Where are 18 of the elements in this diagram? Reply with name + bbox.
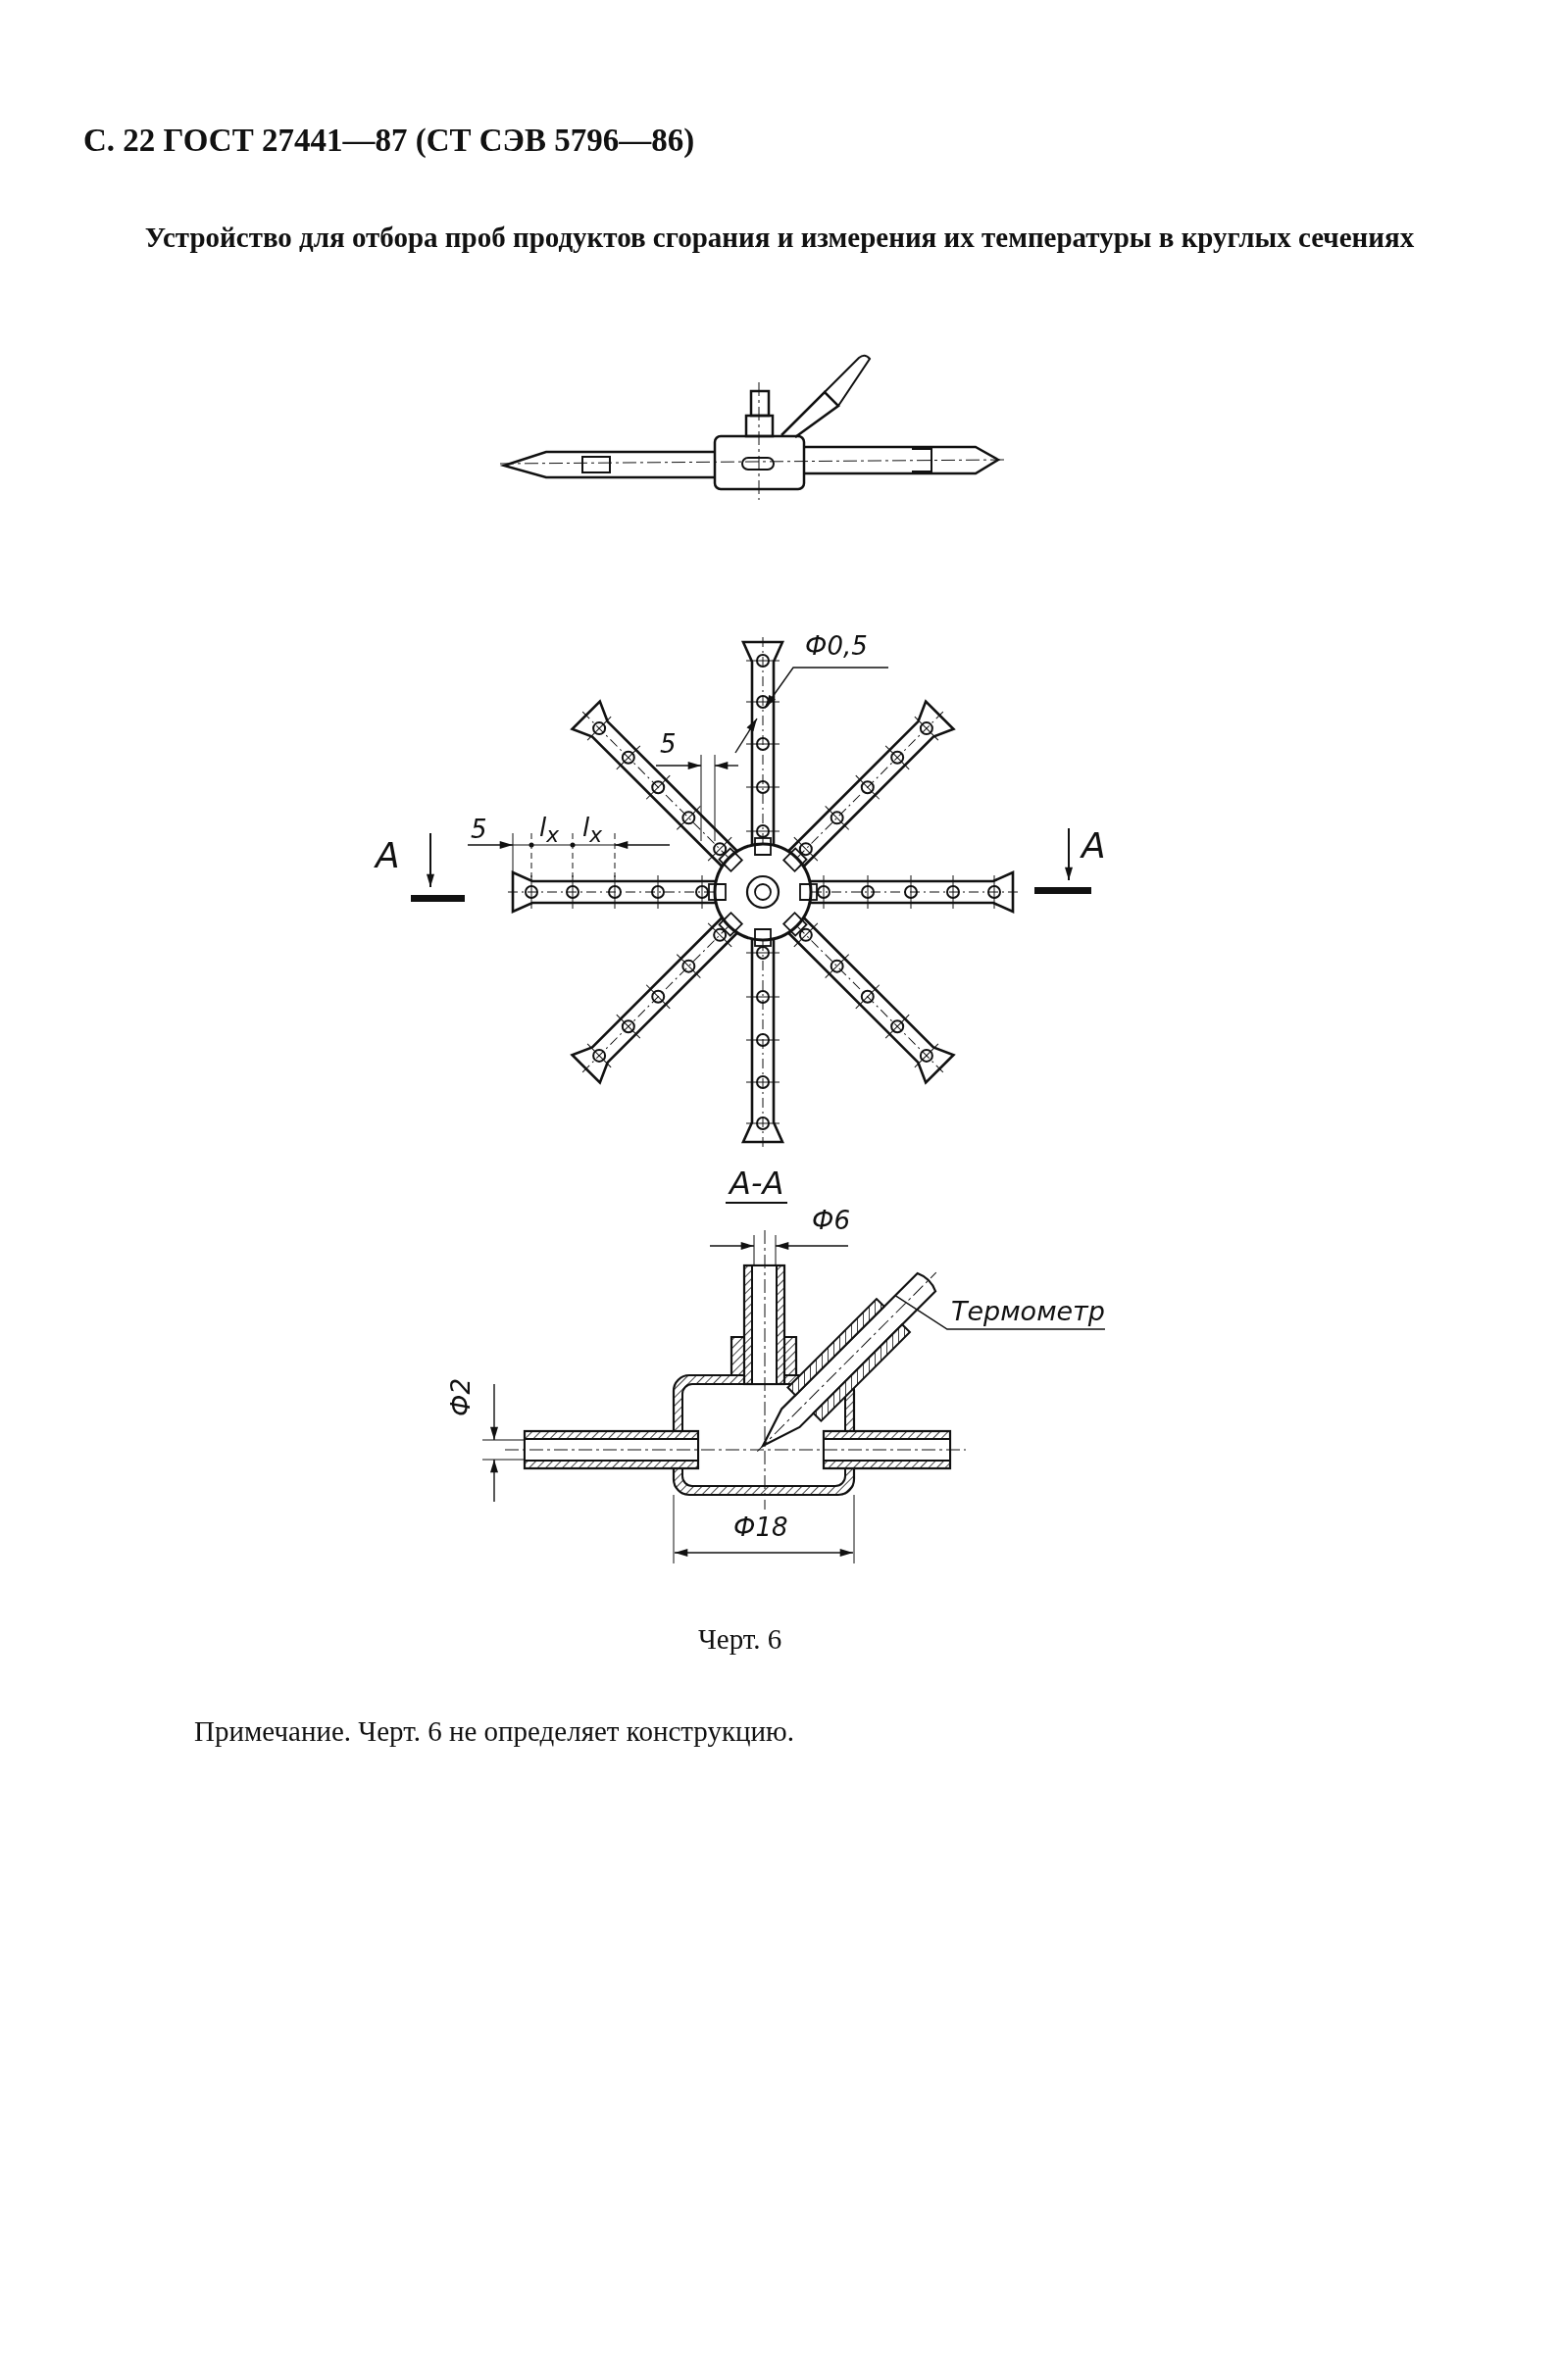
section-letter: А [1082, 825, 1106, 867]
section-letter: А [376, 835, 400, 876]
page-header: С. 22 ГОСТ 27441—87 (СТ СЭВ 5796—86) [83, 123, 695, 160]
dimension-text: 5 [660, 730, 677, 760]
title: Устройство для отбора проб продуктов сгорания и измерения их температуры в круглых сечениях [143, 222, 1416, 255]
dimension-text: Ф0,5 [805, 632, 868, 662]
dimension-text: l$_{x}$ [582, 814, 603, 849]
dimension-text: 5 [471, 816, 487, 845]
note-text: Примечание. Черт. 6 не определяет конструкцию. [194, 1715, 794, 1749]
callout-text: Термометр [951, 1296, 1105, 1326]
dimension-text: Ф18 [733, 1513, 788, 1543]
dimension-text: l$_{x}$ [539, 814, 560, 849]
dimension-text: Ф6 [812, 1207, 850, 1236]
section-title: А-А [726, 1165, 788, 1204]
caption: Черт. 6 [698, 1623, 782, 1657]
thermometer-drawing [756, 1271, 937, 1453]
leader-line [894, 1294, 1106, 1330]
dimension-text: Ф2 [447, 1378, 477, 1416]
